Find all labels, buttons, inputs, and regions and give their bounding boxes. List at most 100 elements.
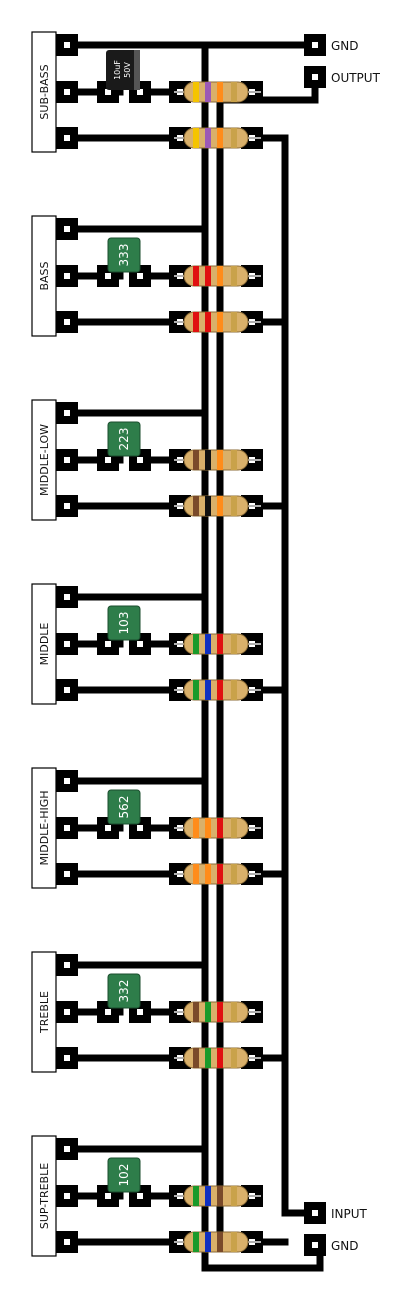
resistor-band [231,1048,237,1068]
film-capacitor: 102 [107,1157,141,1193]
resistor-band [217,266,223,286]
capacitor-code: 103 [117,612,131,635]
input-label: INPUT [331,1207,368,1221]
capacitor-code: 333 [117,244,131,267]
band-middle-low: MIDDLE-LOW 223 [31,399,263,521]
gnd-pad [56,770,78,792]
left-pad [56,265,78,287]
resistor-band [205,1186,211,1206]
capacitor-voltage: 50V [123,62,132,78]
resistor-band [193,128,199,148]
left-pad [56,1185,78,1207]
band-label: SUB-BASS [38,64,51,119]
gnd-bottom-connector: GND [304,1234,359,1256]
band-middle-high: MIDDLE-HIGH 562 [31,767,263,889]
resistor-2 [174,311,261,333]
resistor-band [193,864,199,884]
resistor-band [231,496,237,516]
resistor-band [193,312,199,332]
capacitor-code: 223 [117,428,131,451]
left-pad [56,679,78,701]
resistor-band [205,680,211,700]
resistor-band [217,496,223,516]
resistor-band [231,1002,237,1022]
resistor-1 [174,81,261,103]
resistor-band [205,818,211,838]
resistor-band [231,818,237,838]
resistor-band [217,864,223,884]
resistor-band [217,818,223,838]
resistor-band [217,128,223,148]
resistor-2 [174,127,261,149]
band-label: TREBLE [38,991,51,1034]
resistor-band [205,1232,211,1252]
gnd-pad [56,954,78,976]
resistor-band [231,450,237,470]
gnd-top-connector: GND [304,34,359,56]
resistor-band [193,82,199,102]
resistor-band [205,864,211,884]
left-pad [56,1047,78,1069]
resistor-band [193,680,199,700]
resistor-2 [174,679,261,701]
band-middle: MIDDLE 103 [31,583,263,705]
gnd-pad [56,402,78,424]
resistor-band [193,266,199,286]
left-pad [56,81,78,103]
resistor-band [205,1002,211,1022]
resistor-band [193,496,199,516]
resistor-band [231,266,237,286]
left-pad [56,817,78,839]
resistor-2 [174,863,261,885]
gnd-pad [56,34,78,56]
band-label: MIDDLE [38,623,51,666]
resistor-band [193,818,199,838]
left-pad [56,449,78,471]
resistor-band [217,680,223,700]
left-pad [56,633,78,655]
resistor-band [217,82,223,102]
capacitor-value: 10uF [113,60,122,80]
resistor-band [205,82,211,102]
resistor-1 [174,1185,261,1207]
band-label: SUP-TREBLE [38,1163,51,1229]
resistor-band [193,1048,199,1068]
circuit-traces [63,41,324,1272]
resistor-2 [174,495,261,517]
output-label: OUTPUT [331,71,381,85]
resistor-band [217,1048,223,1068]
resistor-band [205,266,211,286]
capacitor-code: 102 [117,1164,131,1187]
resistor-band [217,450,223,470]
left-pad [56,1001,78,1023]
resistor-band [231,680,237,700]
gnd-bottom-label: GND [331,1239,359,1253]
left-pad [56,1231,78,1253]
band-label-box [31,399,57,521]
resistor-band [193,1232,199,1252]
band-label-box [31,215,57,337]
band-label: MIDDLE-LOW [38,424,51,496]
resistor-band [193,1002,199,1022]
left-pad [56,495,78,517]
resistor-band [231,1186,237,1206]
band-label: MIDDLE-HIGH [38,790,51,865]
film-capacitor: 333 [107,237,141,273]
capacitor-code: 562 [117,796,131,819]
band-label-box [31,951,57,1073]
resistor-band [205,1048,211,1068]
input-connector: INPUT [304,1202,368,1224]
left-pad [56,863,78,885]
film-capacitor: 562 [107,789,141,825]
resistor-1 [174,265,261,287]
resistor-band [231,312,237,332]
resistor-band [217,1186,223,1206]
resistor-2 [174,1231,261,1253]
resistor-band [193,450,199,470]
resistor-band [193,634,199,654]
